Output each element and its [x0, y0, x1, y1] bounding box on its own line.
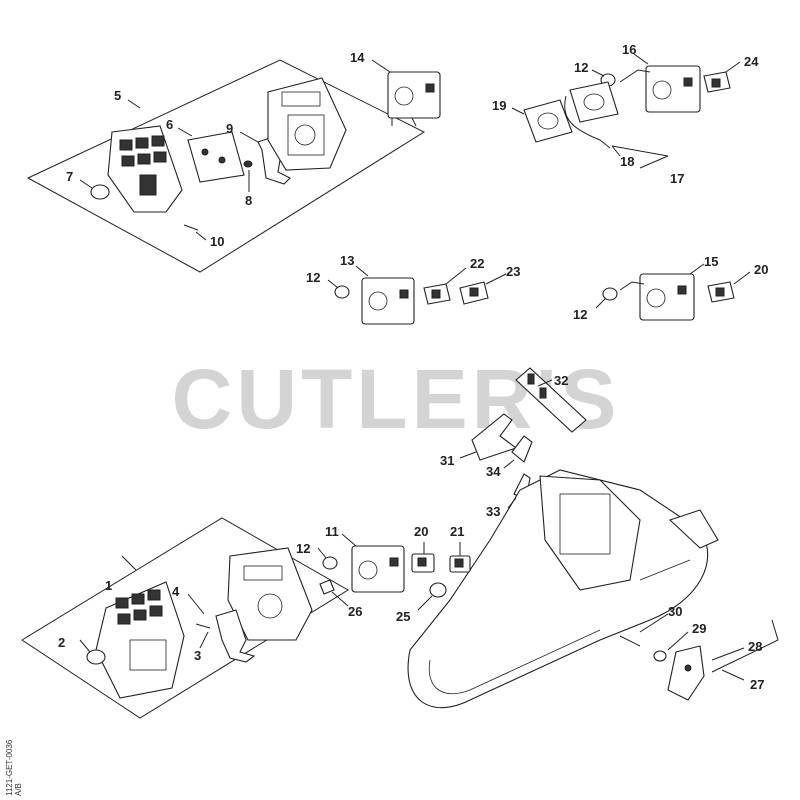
- callout-20-bottom: 20: [414, 524, 428, 539]
- kit-frame-top: [26, 59, 426, 273]
- callout-1: 1: [105, 578, 112, 593]
- drawing-code: 1121-GET-0036 A/B: [5, 739, 23, 796]
- choke-lever-bottom: [215, 609, 256, 663]
- air-filter-cover-top: [107, 125, 183, 213]
- pin-bottom: [195, 623, 211, 629]
- gasket-19: [523, 99, 573, 143]
- callout-33: 33: [486, 504, 500, 519]
- callout-7: 7: [66, 169, 73, 184]
- carburetor-13: [361, 277, 415, 325]
- callout-8: 8: [245, 193, 252, 208]
- gasket-cable-18: [564, 81, 619, 149]
- callout-34: 34: [486, 464, 501, 479]
- callout-21: 21: [450, 524, 464, 539]
- callout-18: 18: [620, 154, 634, 169]
- nut-26: [319, 579, 335, 595]
- carburetor-14: [387, 71, 441, 127]
- drawing-code-text: 1121-GET-0036: [5, 739, 14, 796]
- callout-15: 15: [704, 254, 718, 269]
- filter-kit-top: [26, 59, 426, 273]
- callout-24: 24: [744, 54, 759, 69]
- callout-20-right: 20: [754, 262, 768, 277]
- callout-29: 29: [692, 621, 706, 636]
- filter-housing-bottom: [227, 547, 313, 641]
- o-ring-11: [322, 556, 338, 570]
- callout-26: 26: [348, 604, 362, 619]
- callout-22: 22: [470, 256, 484, 271]
- pin-top: [183, 224, 199, 231]
- throttle-housing-24: [703, 71, 731, 93]
- spring-small: [243, 160, 253, 168]
- bushing-25: [429, 582, 447, 598]
- throttle-part-22: [423, 283, 451, 305]
- o-ring-13: [334, 285, 350, 299]
- filter-kit-bottom: [21, 517, 349, 719]
- callout-19: 19: [492, 98, 506, 113]
- callout-2: 2: [58, 635, 65, 650]
- callout-31: 31: [440, 453, 454, 468]
- linkage-32: [515, 367, 587, 433]
- callout-6: 6: [166, 117, 173, 132]
- throttle-part-21: [449, 555, 471, 573]
- rear-handle-housing: [407, 469, 719, 709]
- leader-lines: [79, 53, 751, 681]
- rod-27: [711, 619, 779, 673]
- callout-17: 17: [670, 171, 684, 186]
- callout-32: 32: [554, 373, 568, 388]
- callouts: 1 2 3 4 5 6 7 8 9 10 11 12 12 12 12 13 1…: [58, 42, 768, 692]
- knob-top: [90, 184, 110, 200]
- callout-3: 3: [194, 648, 201, 663]
- carburetor-11: [351, 545, 405, 593]
- callout-23: 23: [506, 264, 520, 279]
- callout-10: 10: [210, 234, 224, 249]
- callout-30: 30: [668, 604, 682, 619]
- lever-31: [471, 413, 518, 461]
- callout-9: 9: [226, 121, 233, 136]
- drawing-code-suffix: A/B: [14, 783, 23, 796]
- callout-12-right: 12: [573, 307, 587, 322]
- callout-16: 16: [622, 42, 636, 57]
- filter-plate: [187, 131, 245, 183]
- spring-34: [511, 435, 533, 463]
- throttle-part-20-top: [707, 281, 735, 303]
- throttle-part-23: [459, 281, 489, 305]
- callout-25: 25: [396, 609, 410, 624]
- lever-28: [667, 645, 705, 701]
- kit-frame-bottom: [21, 517, 349, 719]
- callout-14: 14: [350, 50, 365, 65]
- knob-bottom: [86, 649, 106, 665]
- callout-27: 27: [750, 677, 764, 692]
- callout-12-middle: 12: [306, 270, 320, 285]
- callout-11: 11: [325, 524, 339, 539]
- callout-12-bottom: 12: [296, 541, 310, 556]
- callout-28: 28: [748, 639, 762, 654]
- filter-housing-top: [267, 77, 347, 171]
- washer-29: [653, 650, 667, 662]
- callout-13: 13: [340, 253, 354, 268]
- callout-12-top: 12: [574, 60, 588, 75]
- carburetor-16: [619, 65, 701, 113]
- callout-5: 5: [114, 88, 121, 103]
- air-filter-cover-bottom: [95, 581, 185, 699]
- pin-30: [619, 635, 641, 647]
- callout-4: 4: [172, 584, 180, 599]
- throttle-part-20-bottom: [411, 553, 435, 573]
- o-ring-15: [602, 287, 618, 301]
- carburetor-15: [619, 273, 695, 321]
